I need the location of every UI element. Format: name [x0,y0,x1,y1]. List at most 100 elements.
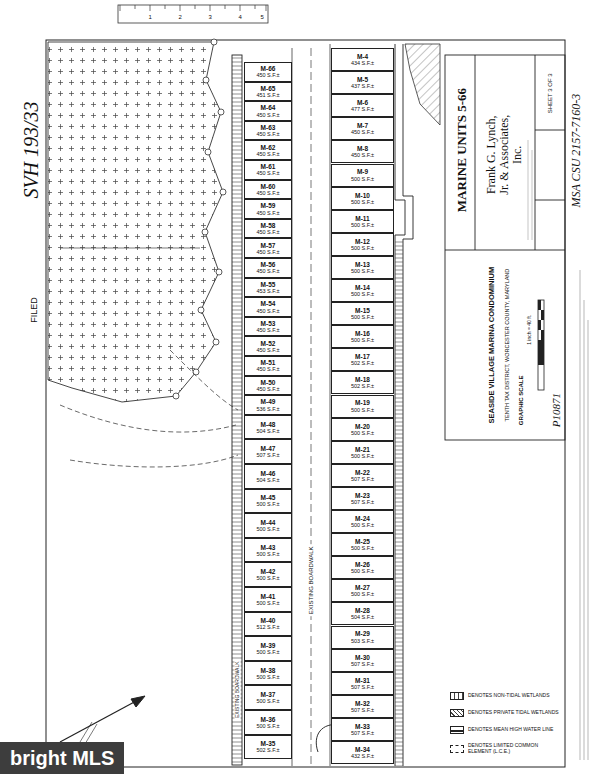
archive-number: MSA CSU 2157-7160-3 [570,93,583,207]
title-block [445,55,565,440]
unit-number: M-10 [355,192,370,199]
unit-area: 453 S.F.± [256,288,279,294]
unit-area: 451 S.F.± [256,92,279,98]
marina-unit-slip: M-8450 S.F.± [331,140,394,163]
unit-number: M-15 [355,307,370,314]
unit-area: 500 S.F.± [256,674,279,680]
marina-unit-slip: M-45500 S.F.± [244,489,292,514]
fine-print-notes [580,270,588,760]
marina-unit-slip: M-54450 S.F.± [244,297,292,317]
unit-number: M-6 [357,99,368,106]
unit-number: M-51 [261,359,276,366]
legend-sample [450,709,464,717]
unit-area: 437 S.F.± [351,83,374,89]
unit-number: M-41 [261,593,276,600]
marina-unit-slip: M-48504 S.F.± [244,415,292,440]
unit-area: 450 S.F.± [256,386,279,392]
marina-unit-slip: M-14500 S.F.± [331,279,394,302]
legend-sample [450,726,464,734]
unit-area: 450 S.F.± [351,129,374,135]
unit-area: 507 S.F.± [256,452,279,458]
unit-area: 432 S.F.± [351,753,374,759]
unit-number: M-28 [355,607,370,614]
unit-area: 450 S.F.± [256,308,279,314]
unit-number: M-13 [355,261,370,268]
unit-area: 500 S.F.± [351,245,374,251]
unit-area: 503 S.F.± [351,638,374,644]
unit-number: M-35 [261,740,276,747]
unit-area: 500 S.F.± [351,291,374,297]
graphic-scale-bar [538,300,544,390]
watermark: bright MLS [0,742,124,774]
marina-unit-slip: M-16500 S.F.± [331,325,394,348]
marina-unit-slip: M-6477 S.F.± [331,94,394,117]
unit-area: 500 S.F.± [256,723,279,729]
ruler-number: 4 [239,14,242,21]
legend-text: DENOTES PRIVATE TIDAL WETLANDS [468,710,560,716]
unit-area: 504 S.F.± [256,477,279,483]
unit-area: 500 S.F.± [351,407,374,413]
marina-unit-slip: M-10500 S.F.± [331,187,394,210]
marina-unit-slip: M-22507 S.F.± [331,464,394,487]
unit-area: 477 S.F.± [351,106,374,112]
marina-unit-slip: M-5437 S.F.± [331,71,394,94]
legend-entry: DENOTES LIMITED COMMON ELEMENT (L.C.E.) [450,743,560,755]
north-arrow [60,696,145,744]
marina-unit-slip: M-20500 S.F.± [331,418,394,441]
legend-entry: DENOTES MEAN HIGH WATER LINE [450,726,560,734]
unit-number: M-26 [355,561,370,568]
marina-unit-slip: M-63450 S.F.± [244,121,292,141]
unit-area: 502 S.F.± [256,747,279,753]
unit-area: 450 S.F.± [256,190,279,196]
wetland-corner-markers [173,39,226,399]
unit-area: 502 S.F.± [351,383,374,389]
marina-unit-slip: M-66450 S.F.± [244,62,292,82]
unit-number: M-32 [355,700,370,707]
marina-unit-slip: M-42500 S.F.± [244,562,292,587]
unit-area: 500 S.F.± [351,591,374,597]
unit-number: M-19 [355,399,370,406]
unit-area: 450 S.F.± [256,72,279,78]
unit-area: 450 S.F.± [256,366,279,372]
unit-area: 500 S.F.± [256,551,279,557]
unit-number: M-7 [357,122,368,129]
marina-unit-slip: M-59450 S.F.± [244,199,292,219]
unit-area: 450 S.F.± [256,347,279,353]
boardwalk-label: EXISTING BOARDWALK [308,544,315,616]
marina-unit-slip: M-41500 S.F.± [244,587,292,612]
sheet-frame [46,40,565,767]
marina-unit-slip: M-38500 S.F.± [244,661,292,686]
unit-number: M-57 [261,242,276,249]
unit-area: 450 S.F.± [256,151,279,157]
unit-area: 500 S.F.± [256,600,279,606]
unit-number: M-16 [355,330,370,337]
unit-area: 450 S.F.± [256,249,279,255]
unit-number: M-47 [261,445,276,452]
legend-entry: DENOTES NON-TIDAL WETLANDS [450,692,560,700]
unit-number: M-61 [261,163,276,170]
unit-number: M-60 [261,183,276,190]
marina-unit-slip: M-57450 S.F.± [244,238,292,258]
unit-number: M-20 [355,423,370,430]
unit-area: 504 S.F.± [256,428,279,434]
marina-unit-slip: M-47507 S.F.± [244,439,292,464]
marina-unit-slip: M-35502 S.F.± [244,735,292,760]
unit-number: M-24 [355,515,370,522]
unit-number: M-21 [355,446,370,453]
unit-number: M-23 [355,492,370,499]
unit-number: M-34 [355,746,370,753]
sheet-number: SHEET 3 OF 3 [547,73,554,113]
unit-area: 450 S.F.± [256,210,279,216]
legend-text: DENOTES MEAN HIGH WATER LINE [468,727,560,733]
marina-unit-slip: M-25500 S.F.± [331,533,394,556]
scale-ratio: 1 inch = 40 ft. [527,315,533,345]
unit-number: M-63 [261,124,276,131]
legend-sample [450,745,464,753]
unit-number: M-56 [261,261,276,268]
unit-number: M-53 [261,320,276,327]
marina-unit-slip: M-13500 S.F.± [331,256,394,279]
unit-area: 500 S.F.± [256,575,279,581]
surveyor-name: Frank G. Lynch, Jr. & Associates, Inc. [485,112,525,198]
marina-unit-slip: M-36500 S.F.± [244,710,292,735]
marina-unit-slip: M-26500 S.F.± [331,556,394,579]
